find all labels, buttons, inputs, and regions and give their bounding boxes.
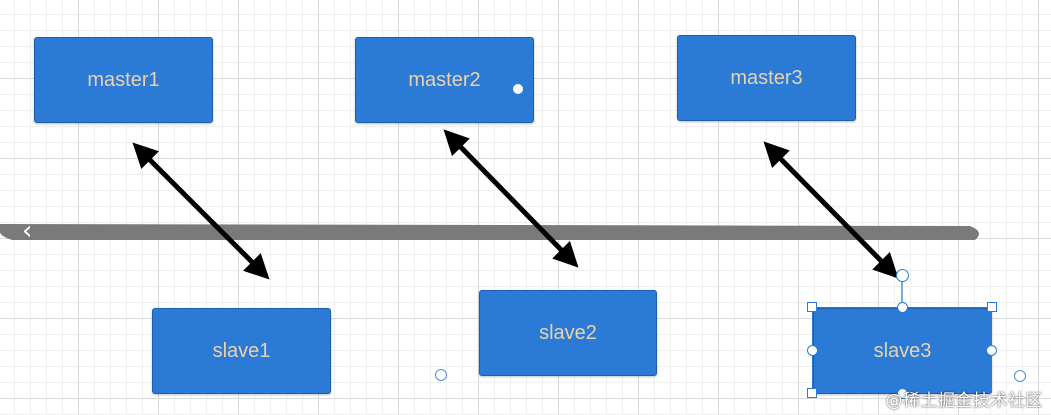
node-slave2[interactable]: slave2 (479, 290, 657, 376)
resize-handle-top[interactable] (897, 302, 908, 313)
edge-master1-slave1[interactable] (132, 142, 270, 280)
resize-handle-top-left[interactable] (807, 302, 817, 312)
rotate-handle[interactable] (896, 269, 909, 282)
node-master1[interactable]: master1 (34, 37, 213, 123)
node-master3[interactable]: master3 (677, 35, 856, 121)
node-label: master2 (408, 68, 481, 91)
edge-master2-slave2[interactable] (443, 129, 579, 268)
node-label: master3 (730, 66, 803, 89)
node-master2[interactable]: master2 (355, 37, 534, 123)
chevron-left-icon[interactable]: ‹ (22, 216, 33, 246)
edge-master3-slave3[interactable] (763, 141, 899, 279)
node-label: slave1 (212, 339, 271, 362)
resize-handle-left[interactable] (807, 345, 818, 356)
resize-handle-bottom[interactable] (897, 388, 908, 399)
resize-handle-right[interactable] (986, 345, 997, 356)
resize-handle-top-right[interactable] (987, 302, 997, 312)
node-slave1[interactable]: slave1 (152, 308, 331, 394)
connection-point[interactable] (435, 369, 447, 381)
node-label: slave3 (873, 339, 932, 362)
connection-point[interactable] (1014, 370, 1026, 382)
connection-point-dot[interactable] (513, 84, 523, 94)
node-label: slave2 (539, 321, 597, 344)
watermark-text: @稀土掘金技术社区 (885, 391, 1043, 411)
resize-handle-bottom-left[interactable] (807, 388, 817, 398)
node-slave3[interactable]: slave3 (813, 308, 992, 394)
node-label: master1 (87, 68, 160, 91)
